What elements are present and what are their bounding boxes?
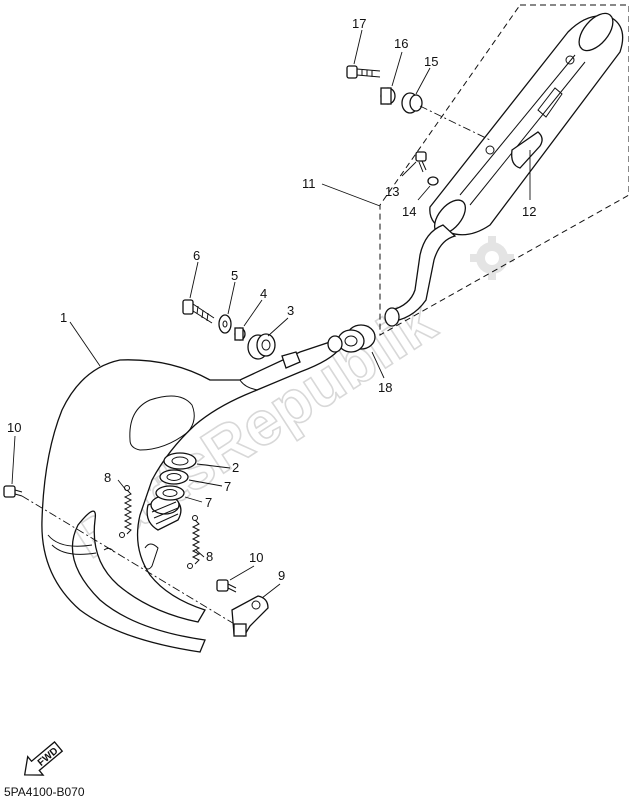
collar-16 bbox=[380, 87, 396, 105]
callout-11: 11 bbox=[302, 176, 316, 191]
grommet-3 bbox=[247, 333, 276, 360]
leader-4 bbox=[243, 299, 263, 327]
bolt-13 bbox=[415, 151, 427, 173]
fwd-arrow-icon: FWD bbox=[23, 741, 64, 776]
callout-14: 14 bbox=[402, 204, 416, 219]
spring-8b bbox=[187, 515, 201, 569]
spring-8a bbox=[119, 485, 133, 538]
callout-18: 18 bbox=[378, 380, 392, 395]
diagram-code: 5PA4100-B070 bbox=[4, 785, 85, 799]
leader-17 bbox=[353, 29, 363, 65]
callout-3: 3 bbox=[287, 303, 294, 318]
collar-4 bbox=[234, 327, 246, 341]
silencer-pipe-end bbox=[384, 307, 400, 327]
callout-12: 12 bbox=[522, 204, 536, 219]
leader-1 bbox=[69, 321, 101, 367]
callout-4: 4 bbox=[260, 286, 267, 301]
washer-5 bbox=[218, 314, 232, 334]
leader-16 bbox=[391, 51, 403, 87]
leader-7a bbox=[188, 479, 223, 487]
callout-8b: 8 bbox=[206, 549, 213, 564]
callout-15: 15 bbox=[424, 54, 438, 69]
leader-10-right bbox=[229, 565, 255, 581]
leader-10-left bbox=[11, 435, 16, 485]
leader-7b bbox=[184, 496, 203, 503]
washer-14 bbox=[427, 176, 439, 186]
watermark-gear-icon bbox=[470, 236, 514, 280]
callout-7b: 7 bbox=[205, 495, 212, 510]
leader-5 bbox=[227, 281, 236, 315]
bolt-10-right bbox=[216, 579, 237, 593]
heat-shield bbox=[511, 131, 543, 169]
gasket-7a bbox=[159, 469, 189, 485]
leader-9 bbox=[261, 583, 281, 599]
callout-2: 2 bbox=[232, 460, 239, 475]
callout-1: 1 bbox=[60, 310, 67, 325]
centerline-15 bbox=[419, 105, 491, 141]
callout-16: 16 bbox=[394, 36, 408, 51]
bolt-17 bbox=[346, 65, 381, 79]
callout-5: 5 bbox=[231, 268, 238, 283]
leader-8b bbox=[195, 549, 205, 558]
bolt-6 bbox=[182, 299, 215, 324]
callout-6: 6 bbox=[193, 248, 200, 263]
gasket-7b bbox=[155, 485, 185, 501]
muffler-assembly-outline bbox=[379, 4, 629, 336]
gasket-18 bbox=[337, 324, 376, 353]
leader-18 bbox=[371, 351, 385, 379]
callout-9: 9 bbox=[278, 568, 285, 583]
leader-2 bbox=[196, 463, 231, 469]
grommet-15 bbox=[401, 92, 423, 114]
callout-13: 13 bbox=[385, 184, 399, 199]
leader-11 bbox=[321, 183, 381, 207]
callout-8a: 8 bbox=[104, 470, 111, 485]
silencer bbox=[429, 12, 624, 236]
leader-8a bbox=[117, 479, 127, 491]
leader-3 bbox=[267, 317, 289, 337]
leader-6 bbox=[189, 261, 199, 299]
callout-17: 17 bbox=[352, 16, 366, 31]
callout-7a: 7 bbox=[224, 479, 231, 494]
centerline-10-left bbox=[21, 495, 237, 626]
leader-14 bbox=[417, 185, 431, 201]
leader-13 bbox=[401, 161, 417, 177]
bolt-10-left bbox=[3, 485, 23, 498]
leader-15 bbox=[415, 67, 431, 95]
bracket-9 bbox=[231, 595, 269, 637]
exhaust-pipe bbox=[41, 335, 343, 653]
gasket-2 bbox=[163, 452, 197, 470]
callout-10-left: 10 bbox=[7, 420, 21, 435]
callout-10-right: 10 bbox=[249, 550, 263, 565]
